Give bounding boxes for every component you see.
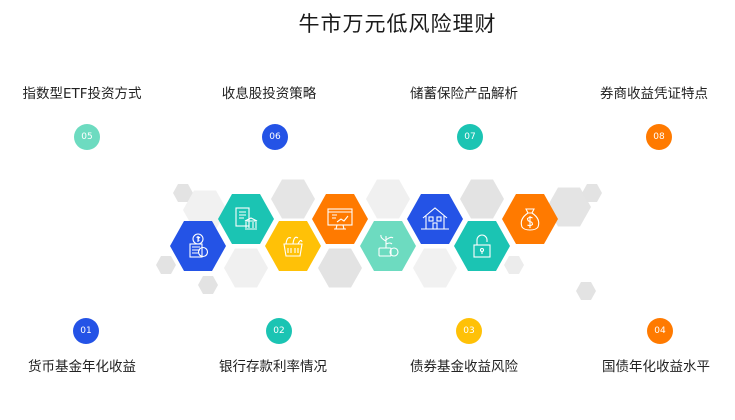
money-document-icon [189, 233, 209, 258]
hex-03-basket [265, 221, 321, 271]
label-08: 券商收益凭证特点 [600, 86, 708, 102]
number-badge-05: 05 [74, 124, 100, 150]
money-bag-icon [520, 208, 540, 231]
monitor-chart-icon [327, 208, 353, 230]
label-06: 收息股投资策略 [221, 86, 317, 102]
number-badge-01: 01 [73, 318, 99, 344]
label-07: 储蓄保险产品解析 [410, 86, 518, 102]
number-badge-02: 02 [266, 318, 292, 344]
label-05: 指数型ETF投资方式 [22, 86, 142, 102]
plant-money-icon [378, 234, 399, 257]
hex-01-money-document [170, 221, 226, 271]
label-01: 货币基金年化收益 [28, 359, 136, 375]
label-03: 债券基金收益风险 [410, 359, 518, 375]
padlock-icon [473, 234, 491, 258]
number-badge-07: 07 [457, 124, 483, 150]
hex-02-bank-document [218, 194, 274, 244]
number-badge-08: 08 [646, 124, 672, 150]
number-badge-03: 03 [456, 318, 482, 344]
number-badge-04: 04 [647, 318, 673, 344]
hex-06-house [407, 194, 463, 244]
hex-05-plant-money [360, 221, 416, 271]
label-04: 国债年化收益水平 [602, 359, 710, 375]
basket-icon [283, 236, 303, 257]
house-icon [421, 207, 449, 230]
hex-04-monitor-chart [312, 194, 368, 244]
number-badge-06: 06 [262, 124, 288, 150]
bank-document-icon [235, 207, 258, 230]
hex-08-money-bag [502, 194, 558, 244]
label-02: 银行存款利率情况 [219, 359, 327, 375]
hex-07-padlock [454, 221, 510, 271]
page-title: 牛市万元低风险理财 [298, 12, 497, 36]
